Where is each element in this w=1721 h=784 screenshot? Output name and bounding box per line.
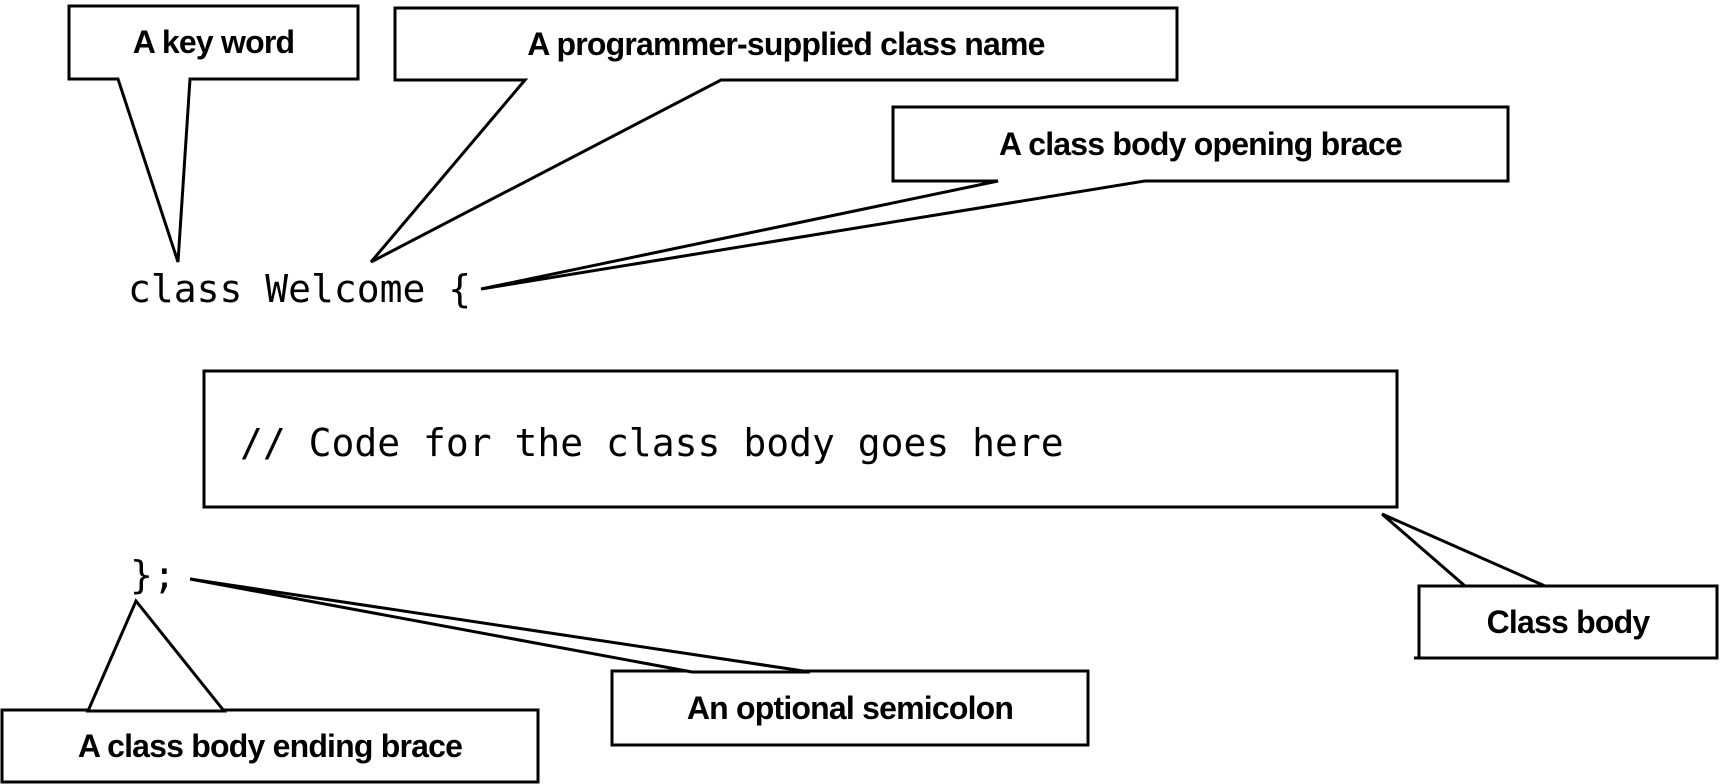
opening-brace-callout-box bbox=[480, 105, 1510, 291]
semicolon-label: An optional semicolon bbox=[686, 689, 1014, 726]
keyword-label: A key word bbox=[132, 24, 295, 60]
semicolon-callout-pointer bbox=[189, 577, 811, 674]
closing-brace-semicolon: }; bbox=[130, 553, 176, 597]
ending-brace-callout-box bbox=[0, 708, 540, 784]
class-body-callout-pointer bbox=[1381, 512, 1546, 588]
opening-brace-label: A class body opening brace bbox=[998, 125, 1403, 162]
class-body-comment: // Code for the class body goes here bbox=[240, 421, 1064, 465]
ending-brace-label: A class body ending brace bbox=[77, 727, 463, 764]
class-body-box bbox=[202, 369, 1399, 509]
class-declaration-line: class Welcome { bbox=[128, 267, 472, 311]
semicolon-callout-box bbox=[610, 669, 1090, 747]
class-name-callout-box bbox=[369, 6, 1179, 264]
class-body-callout-box bbox=[1414, 584, 1719, 660]
class-name-label: A programmer-supplied class name bbox=[527, 25, 1045, 62]
class-body-label: Class body bbox=[1486, 603, 1651, 640]
keyword-callout-box bbox=[67, 4, 360, 263]
ending-brace-callout-pointer bbox=[85, 598, 228, 713]
